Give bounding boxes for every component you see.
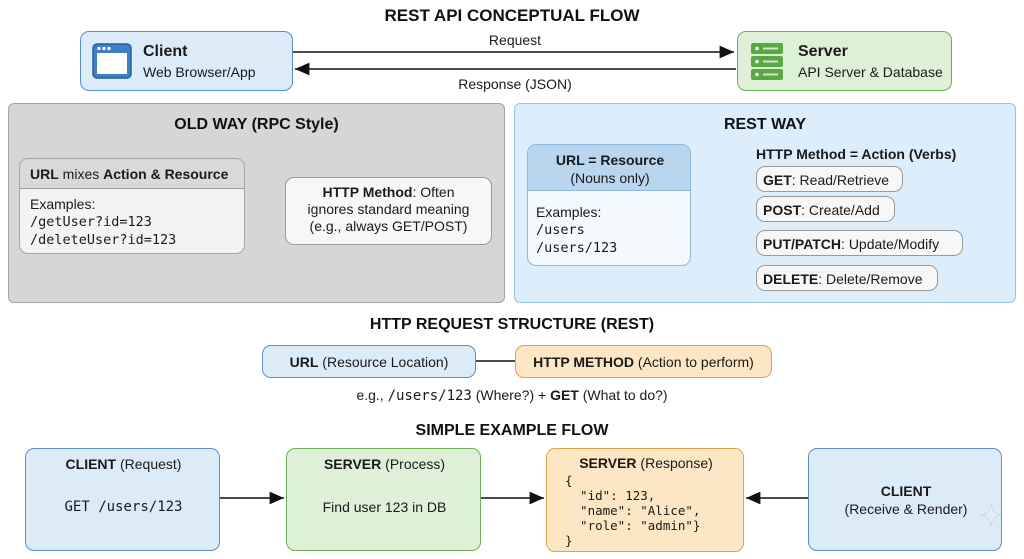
flow-server-response-box: SERVER (Response) { "id": 123, "name": "… <box>546 448 744 552</box>
main-title: REST API CONCEPTUAL FLOW <box>384 6 640 25</box>
structure-url-box: URL (Resource Location) <box>262 345 476 378</box>
method-put-verb: PUT/PATCH <box>763 236 842 252</box>
old-method-line1: HTTP Method: Often <box>286 184 491 201</box>
flow-step3-rest: (Response) <box>636 455 713 471</box>
json-line-4: "role": "admin"} <box>565 518 701 533</box>
structure-title: HTTP REQUEST STRUCTURE (REST) <box>369 316 655 333</box>
rest-url-header: URL = Resource (Nouns only) <box>528 145 690 191</box>
client-box: Client Web Browser/App <box>80 31 293 91</box>
rest-url-box: URL = Resource (Nouns only) Examples: /u… <box>527 144 691 266</box>
server-rack-icon <box>748 41 788 83</box>
old-url-header: URL mixes Action & Resource <box>20 159 244 189</box>
flow-server-process-body: Find user 123 in DB <box>322 499 447 515</box>
browser-window-icon <box>91 42 133 80</box>
structure-method-bold: HTTP METHOD <box>533 354 635 370</box>
method-get-box: GET: Read/Retrieve <box>756 166 903 192</box>
rest-examples-label: Examples: <box>536 204 602 220</box>
flow-client-request-title: CLIENT (Request) <box>26 456 221 472</box>
old-example-2: /deleteUser?id=123 <box>30 232 177 248</box>
flow-response-json: { "id": 123, "name": "Alice", "role": "a… <box>565 473 700 548</box>
rest-url-line2: (Nouns only) <box>570 170 650 186</box>
flow-step2-rest: (Process) <box>381 456 446 472</box>
method-get-desc: : Read/Retrieve <box>791 172 890 188</box>
old-method-line3: (e.g., always GET/POST) <box>309 218 468 234</box>
structure-example-code: /users/123 <box>387 388 472 404</box>
structure-example: e.g., /users/123 (Where?) + GET (What to… <box>0 387 1024 404</box>
request-label: Request <box>488 32 542 48</box>
structure-example-post: (What to do?) <box>578 387 668 403</box>
client-title: Client <box>143 43 188 60</box>
method-delete-box: DELETE: Delete/Remove <box>756 265 938 291</box>
structure-example-mid: (Where?) + <box>471 387 551 403</box>
structure-url-bold: URL <box>289 354 319 370</box>
server-title: Server <box>798 43 848 60</box>
old-url-header-url: URL <box>30 166 59 182</box>
flow-step1-rest: (Request) <box>116 456 182 472</box>
response-label: Response (JSON) <box>458 76 572 92</box>
json-line-3: "name": "Alice", <box>565 503 701 518</box>
method-post-box: POST: Create/Add <box>756 196 895 222</box>
old-method-rest: : Often <box>412 184 455 200</box>
rest-example-2: /users/123 <box>536 240 618 256</box>
json-line-5: } <box>565 533 573 548</box>
flow-step2-bold: SERVER <box>323 456 382 472</box>
method-get-verb: GET <box>763 172 792 188</box>
method-post-verb: POST <box>763 202 802 218</box>
client-subtitle: Web Browser/App <box>143 64 256 80</box>
rest-methods-title: HTTP Method = Action (Verbs) <box>756 146 957 162</box>
rest-url-line1: URL = Resource <box>555 152 665 168</box>
flow-step1-bold: CLIENT <box>65 456 117 472</box>
structure-method-box: HTTP METHOD (Action to perform) <box>515 345 772 378</box>
structure-example-pre: e.g., <box>356 387 388 403</box>
flow-client-render-box: CLIENT (Receive & Render) <box>808 448 1002 551</box>
structure-url-rest: (Resource Location) <box>318 354 449 370</box>
flow-step3-bold: SERVER <box>579 455 637 471</box>
flow-server-process-box: SERVER (Process) Find user 123 in DB <box>286 448 481 551</box>
old-method-bold: HTTP Method <box>322 184 413 200</box>
flow-server-response-title: SERVER (Response) <box>547 455 745 471</box>
sparkle-icon <box>980 502 1002 528</box>
json-line-1: { <box>565 473 573 488</box>
old-example-1: /getUser?id=123 <box>30 214 152 230</box>
structure-example-get: GET <box>550 387 579 403</box>
flow-client-request-body: GET /users/123 <box>64 499 183 515</box>
rest-way-title: REST WAY <box>723 116 807 133</box>
old-examples-label: Examples: <box>30 196 96 212</box>
server-box: Server API Server & Database <box>737 31 952 91</box>
old-url-header-mixes: mixes <box>58 166 104 182</box>
old-way-title: OLD WAY (RPC Style) <box>174 116 339 133</box>
method-delete-desc: : Delete/Remove <box>818 271 923 287</box>
old-method-box: HTTP Method: Often ignores standard mean… <box>285 177 492 245</box>
method-delete-verb: DELETE <box>763 271 819 287</box>
rest-example-1: /users <box>536 222 585 238</box>
json-line-2: "id": 123, <box>565 488 656 503</box>
old-url-box: URL mixes Action & Resource Examples: /g… <box>19 158 245 254</box>
method-put-box: PUT/PATCH: Update/Modify <box>756 230 963 256</box>
structure-method-rest: (Action to perform) <box>634 354 754 370</box>
flow-client-render-body: (Receive & Render) <box>844 501 968 517</box>
flow-client-request-box: CLIENT (Request) GET /users/123 <box>25 448 220 551</box>
old-method-line2: ignores standard meaning <box>307 201 470 217</box>
old-url-header-action-resource: Action & Resource <box>103 166 229 182</box>
method-put-desc: : Update/Modify <box>841 236 940 252</box>
flow-server-process-title: SERVER (Process) <box>287 456 482 472</box>
method-post-desc: : Create/Add <box>801 202 880 218</box>
server-subtitle: API Server & Database <box>798 64 943 80</box>
simple-title: SIMPLE EXAMPLE FLOW <box>415 422 609 439</box>
flow-client-render-title: CLIENT <box>880 483 932 499</box>
